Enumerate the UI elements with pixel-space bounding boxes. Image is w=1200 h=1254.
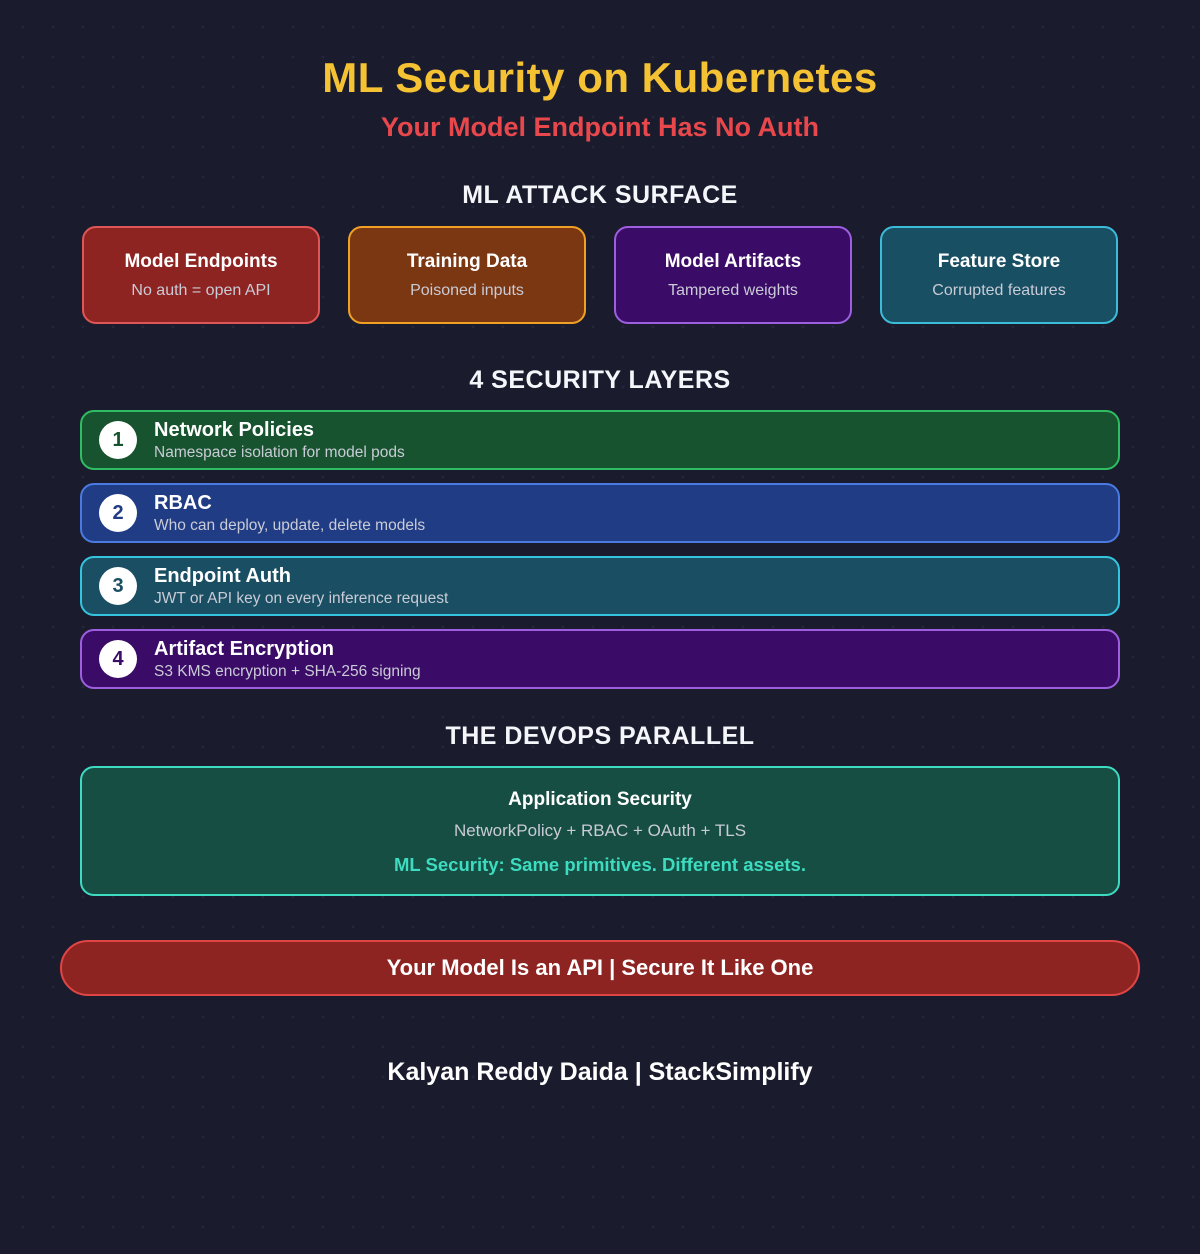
layer-number-badge: 3 xyxy=(99,567,137,605)
layer-subtitle: Namespace isolation for model pods xyxy=(154,443,405,461)
layer-subtitle: JWT or API key on every inference reques… xyxy=(154,589,449,607)
layer-artifact-encryption: 4 Artifact Encryption S3 KMS encryption … xyxy=(80,629,1120,689)
layer-title: Network Policies xyxy=(154,418,315,441)
bottom-banner: Your Model Is an API | Secure It Like On… xyxy=(60,940,1140,996)
attack-surface-cards: Model Endpoints No auth = open API Train… xyxy=(82,226,1118,324)
layer-title: RBAC xyxy=(154,491,212,514)
card-subtitle: Corrupted features xyxy=(932,281,1066,299)
card-title: Model Artifacts xyxy=(664,250,802,272)
layer-number-badge: 1 xyxy=(99,421,137,459)
devops-highlight: ML Security: Same primitives. Different … xyxy=(394,854,806,875)
card-title: Model Endpoints xyxy=(124,250,278,272)
devops-parallel-heading: THE DEVOPS PARALLEL xyxy=(445,722,755,750)
devops-subtitle: NetworkPolicy + RBAC + OAuth + TLS xyxy=(453,821,747,840)
layer-subtitle: Who can deploy, update, delete models xyxy=(154,516,426,534)
devops-title: Application Security xyxy=(508,789,692,810)
layer-network-policies: 1 Network Policies Namespace isolation f… xyxy=(80,410,1120,470)
security-layers-list: 1 Network Policies Namespace isolation f… xyxy=(80,410,1120,689)
attack-surface-heading: ML ATTACK SURFACE xyxy=(462,181,738,209)
layer-number-badge: 4 xyxy=(99,640,137,678)
card-training-data: Training Data Poisoned inputs xyxy=(348,226,586,324)
layer-number-badge: 2 xyxy=(99,494,137,532)
card-title: Feature Store xyxy=(937,250,1061,272)
card-subtitle: Poisoned inputs xyxy=(410,281,524,299)
devops-parallel-box: Application Security NetworkPolicy + RBA… xyxy=(80,766,1120,896)
card-feature-store: Feature Store Corrupted features xyxy=(880,226,1118,324)
footer-credit: Kalyan Reddy Daida | StackSimplify xyxy=(387,1058,813,1086)
layer-title: Artifact Encryption xyxy=(154,637,335,660)
card-title: Training Data xyxy=(406,250,528,272)
security-layers-heading: 4 SECURITY LAYERS xyxy=(469,366,731,394)
layer-rbac: 2 RBAC Who can deploy, update, delete mo… xyxy=(80,483,1120,543)
card-subtitle: No auth = open API xyxy=(131,281,271,299)
page-title: ML Security on Kubernetes xyxy=(322,54,878,101)
card-model-artifacts: Model Artifacts Tampered weights xyxy=(614,226,852,324)
card-subtitle: Tampered weights xyxy=(668,281,798,299)
infographic: ML Security on Kubernetes Your Model End… xyxy=(0,54,1200,1254)
page-subtitle: Your Model Endpoint Has No Auth xyxy=(381,112,819,142)
layer-endpoint-auth: 3 Endpoint Auth JWT or API key on every … xyxy=(80,556,1120,616)
layer-title: Endpoint Auth xyxy=(154,564,291,587)
layer-subtitle: S3 KMS encryption + SHA-256 signing xyxy=(154,662,421,680)
card-model-endpoints: Model Endpoints No auth = open API xyxy=(82,226,320,324)
